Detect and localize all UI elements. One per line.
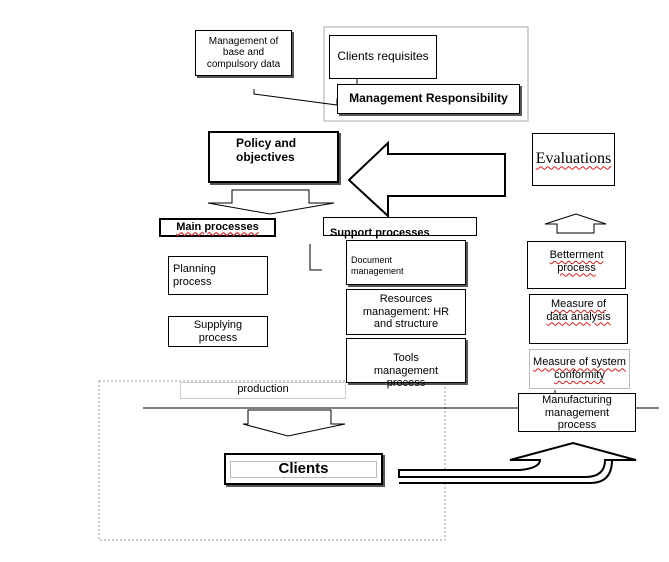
- document-management-box: Document management: [346, 240, 466, 285]
- clients-inner-box: Clients: [230, 460, 377, 478]
- measure-system-conformity-box: Measure of system conformity: [529, 349, 630, 389]
- evaluations-label: Evaluations: [535, 150, 612, 168]
- clients-label: Clients: [278, 460, 329, 478]
- production-down-arrow: [242, 409, 346, 437]
- support-processes-label: Support processes: [330, 227, 430, 240]
- manufacturing-management-label: Manufacturing management process: [542, 394, 612, 432]
- support-processes-box: Support processes: [323, 217, 477, 239]
- tools-management-label: Tools management process: [373, 352, 439, 390]
- management-responsibility-label: Management Responsibility: [349, 91, 508, 106]
- measure-data-analysis-box: Measure of data analysis: [529, 294, 628, 344]
- betterment-process-label: Betterment process: [549, 249, 604, 274]
- planning-process-label: Planning process: [173, 262, 216, 288]
- management-base-data-label: Management of base and compulsory data: [206, 35, 281, 70]
- supplying-process-box: Supplying process: [168, 316, 268, 347]
- tools-management-box: Tools management process: [346, 338, 466, 389]
- policy-down-arrow: [207, 189, 335, 215]
- requisites-frame: [323, 26, 529, 122]
- clients-box: Clients: [224, 453, 383, 485]
- production-box: production: [180, 382, 346, 399]
- document-management-label: Document management: [351, 255, 404, 276]
- clients-requisites-label: Clients requisites: [337, 49, 429, 64]
- management-responsibility-box: Management Responsibility: [337, 84, 520, 114]
- measure-system-conformity-label: Measure of system conformity: [533, 356, 626, 381]
- resources-management-label: Resources management: HR and structure: [362, 293, 450, 331]
- betterment-process-box: Betterment process: [527, 241, 626, 289]
- measure-data-analysis-label: Measure of data analysis: [546, 298, 611, 323]
- production-area-frame: [98, 380, 446, 541]
- supplying-process-label: Supplying process: [193, 318, 243, 344]
- resources-management-box: Resources management: HR and structure: [346, 289, 466, 335]
- clients-requisites-box: Clients requisites: [329, 35, 437, 79]
- clients-to-manufacturing-arrow: [398, 441, 637, 484]
- production-label: production: [237, 383, 289, 395]
- support-bracket: [309, 244, 322, 271]
- policy-objectives-box: Policy and objectives: [208, 131, 339, 183]
- main-processes-label: Main processes: [176, 221, 259, 234]
- manufacturing-management-box: Manufacturing management process: [518, 393, 636, 432]
- policy-objectives-label: Policy and objectives: [236, 136, 297, 164]
- management-base-data-box: Management of base and compulsory data: [195, 30, 292, 76]
- evaluations-up-arrow: [544, 213, 607, 234]
- main-processes-box: Main processes: [159, 218, 276, 237]
- planning-process-box: Planning process: [168, 256, 268, 295]
- feedback-arrow: [347, 140, 506, 219]
- evaluations-box: Evaluations: [532, 133, 615, 186]
